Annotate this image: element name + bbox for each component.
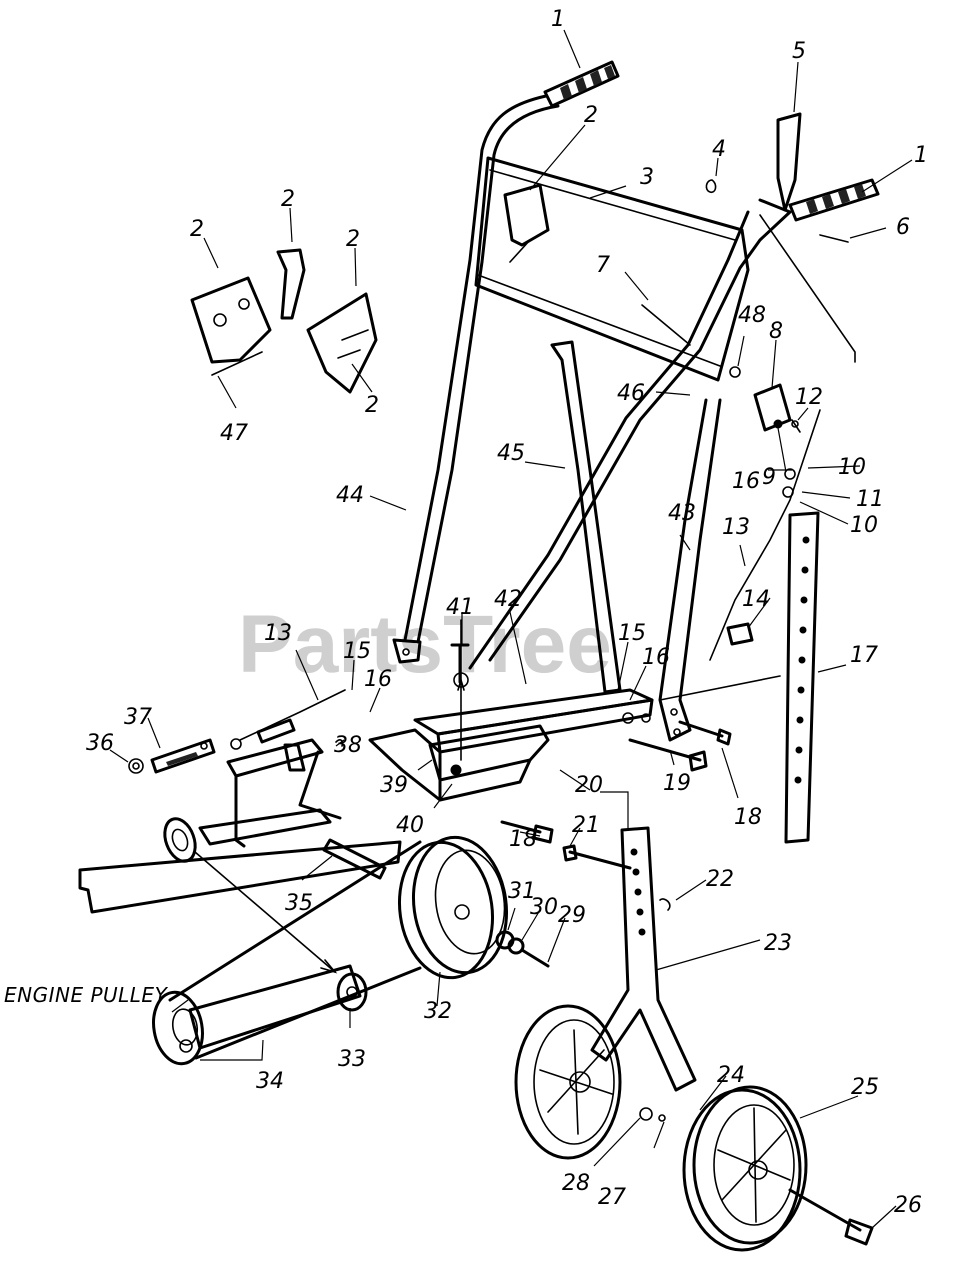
label-34-idler-arm: 34 xyxy=(256,1069,284,1094)
label-26-bolt: 26 xyxy=(894,1193,922,1218)
label-16-right: 16 xyxy=(642,645,670,670)
label-10-lower: 10 xyxy=(850,513,878,538)
label-7-bolt: 7 xyxy=(596,253,610,278)
label-38: 38 xyxy=(334,733,362,758)
label-2-inset-center: 2 xyxy=(281,187,295,212)
label-15-left: 15 xyxy=(343,639,371,664)
label-6-pin: 6 xyxy=(896,215,910,240)
label-15-right: 15 xyxy=(618,621,646,646)
left-grip xyxy=(543,60,620,108)
label-23-wheel-bracket: 23 xyxy=(764,931,792,956)
label-19: 19 xyxy=(663,771,691,796)
label-25-wheel: 25 xyxy=(851,1075,879,1100)
label-28: 28 xyxy=(562,1171,590,1196)
callout-labels: 1 1 2 2 2 2 2 3 4 5 6 7 8 9 10 10 11 12 … xyxy=(4,7,928,1218)
label-16-left: 16 xyxy=(364,667,392,692)
label-42: 42 xyxy=(494,587,522,612)
label-20-frame: 20 xyxy=(575,773,603,798)
label-44: 44 xyxy=(336,483,364,508)
pivot-bracket xyxy=(753,383,792,432)
label-29: 29 xyxy=(558,903,586,928)
label-11: 11 xyxy=(856,487,884,512)
label-41: 41 xyxy=(446,595,474,620)
label-3-handle-panel: 3 xyxy=(640,165,654,190)
right-handle-bar xyxy=(488,198,792,662)
label-4-clip: 4 xyxy=(712,137,726,162)
right-wheel xyxy=(682,1088,802,1252)
label-46: 46 xyxy=(617,381,645,406)
left-handle-bar-inner xyxy=(416,104,560,644)
label-33: 33 xyxy=(338,1047,366,1072)
label-18-center: 18 xyxy=(509,827,537,852)
left-handle-bar xyxy=(403,94,548,642)
label-36: 36 xyxy=(86,731,114,756)
wheel-bracket xyxy=(514,826,874,1252)
label-43: 43 xyxy=(668,501,696,526)
label-12-screw: 12 xyxy=(795,385,823,410)
label-40: 40 xyxy=(396,813,424,838)
label-37: 37 xyxy=(124,705,152,730)
label-engine-pulley: ENGINE PULLEY xyxy=(4,983,169,1007)
label-48: 48 xyxy=(738,303,766,328)
label-35: 35 xyxy=(285,891,313,916)
label-45-brace: 45 xyxy=(497,441,525,466)
axle-bar xyxy=(78,840,402,914)
control-lever xyxy=(776,112,802,212)
label-2-inset-bottom: 2 xyxy=(365,393,379,418)
label-8-pivot-bracket: 8 xyxy=(769,319,783,344)
left-wheel xyxy=(514,1004,622,1160)
engine-pulley xyxy=(152,990,204,1066)
label-2-panel-bracket: 2 xyxy=(584,103,598,128)
main-frame xyxy=(368,619,654,802)
leader-lines xyxy=(109,29,913,1229)
label-13-right-cable: 13 xyxy=(722,515,750,540)
label-21: 21 xyxy=(572,813,600,838)
label-39: 39 xyxy=(380,773,408,798)
handle-assembly xyxy=(392,60,880,742)
handle-panel xyxy=(474,156,750,382)
label-14-clip: 14 xyxy=(742,587,770,612)
idler-linkage xyxy=(128,689,387,880)
label-17-depth-bar: 17 xyxy=(850,643,878,668)
label-31: 31 xyxy=(508,879,536,904)
label-1-right-grip: 1 xyxy=(914,143,928,168)
label-2-inset-right: 2 xyxy=(346,227,360,252)
detail-inset xyxy=(190,248,378,394)
label-1-left-grip: 1 xyxy=(551,7,565,32)
label-16-upper: 16 xyxy=(732,469,760,494)
right-grip xyxy=(788,178,880,222)
label-9: 9 xyxy=(762,465,776,490)
label-47: 47 xyxy=(220,421,248,446)
label-27: 27 xyxy=(598,1185,626,1210)
label-18-right: 18 xyxy=(734,805,762,830)
label-13-left-cable: 13 xyxy=(264,621,292,646)
label-2-inset-left: 2 xyxy=(190,217,204,242)
idler-arm xyxy=(188,964,362,1050)
label-10-upper: 10 xyxy=(838,455,866,480)
belt-drive xyxy=(152,835,550,1066)
label-22: 22 xyxy=(706,867,734,892)
label-30: 30 xyxy=(530,895,558,920)
label-32-pulley: 32 xyxy=(424,999,452,1024)
label-5-lever: 5 xyxy=(792,39,806,64)
label-24: 24 xyxy=(717,1063,745,1088)
depth-bar xyxy=(659,511,820,844)
